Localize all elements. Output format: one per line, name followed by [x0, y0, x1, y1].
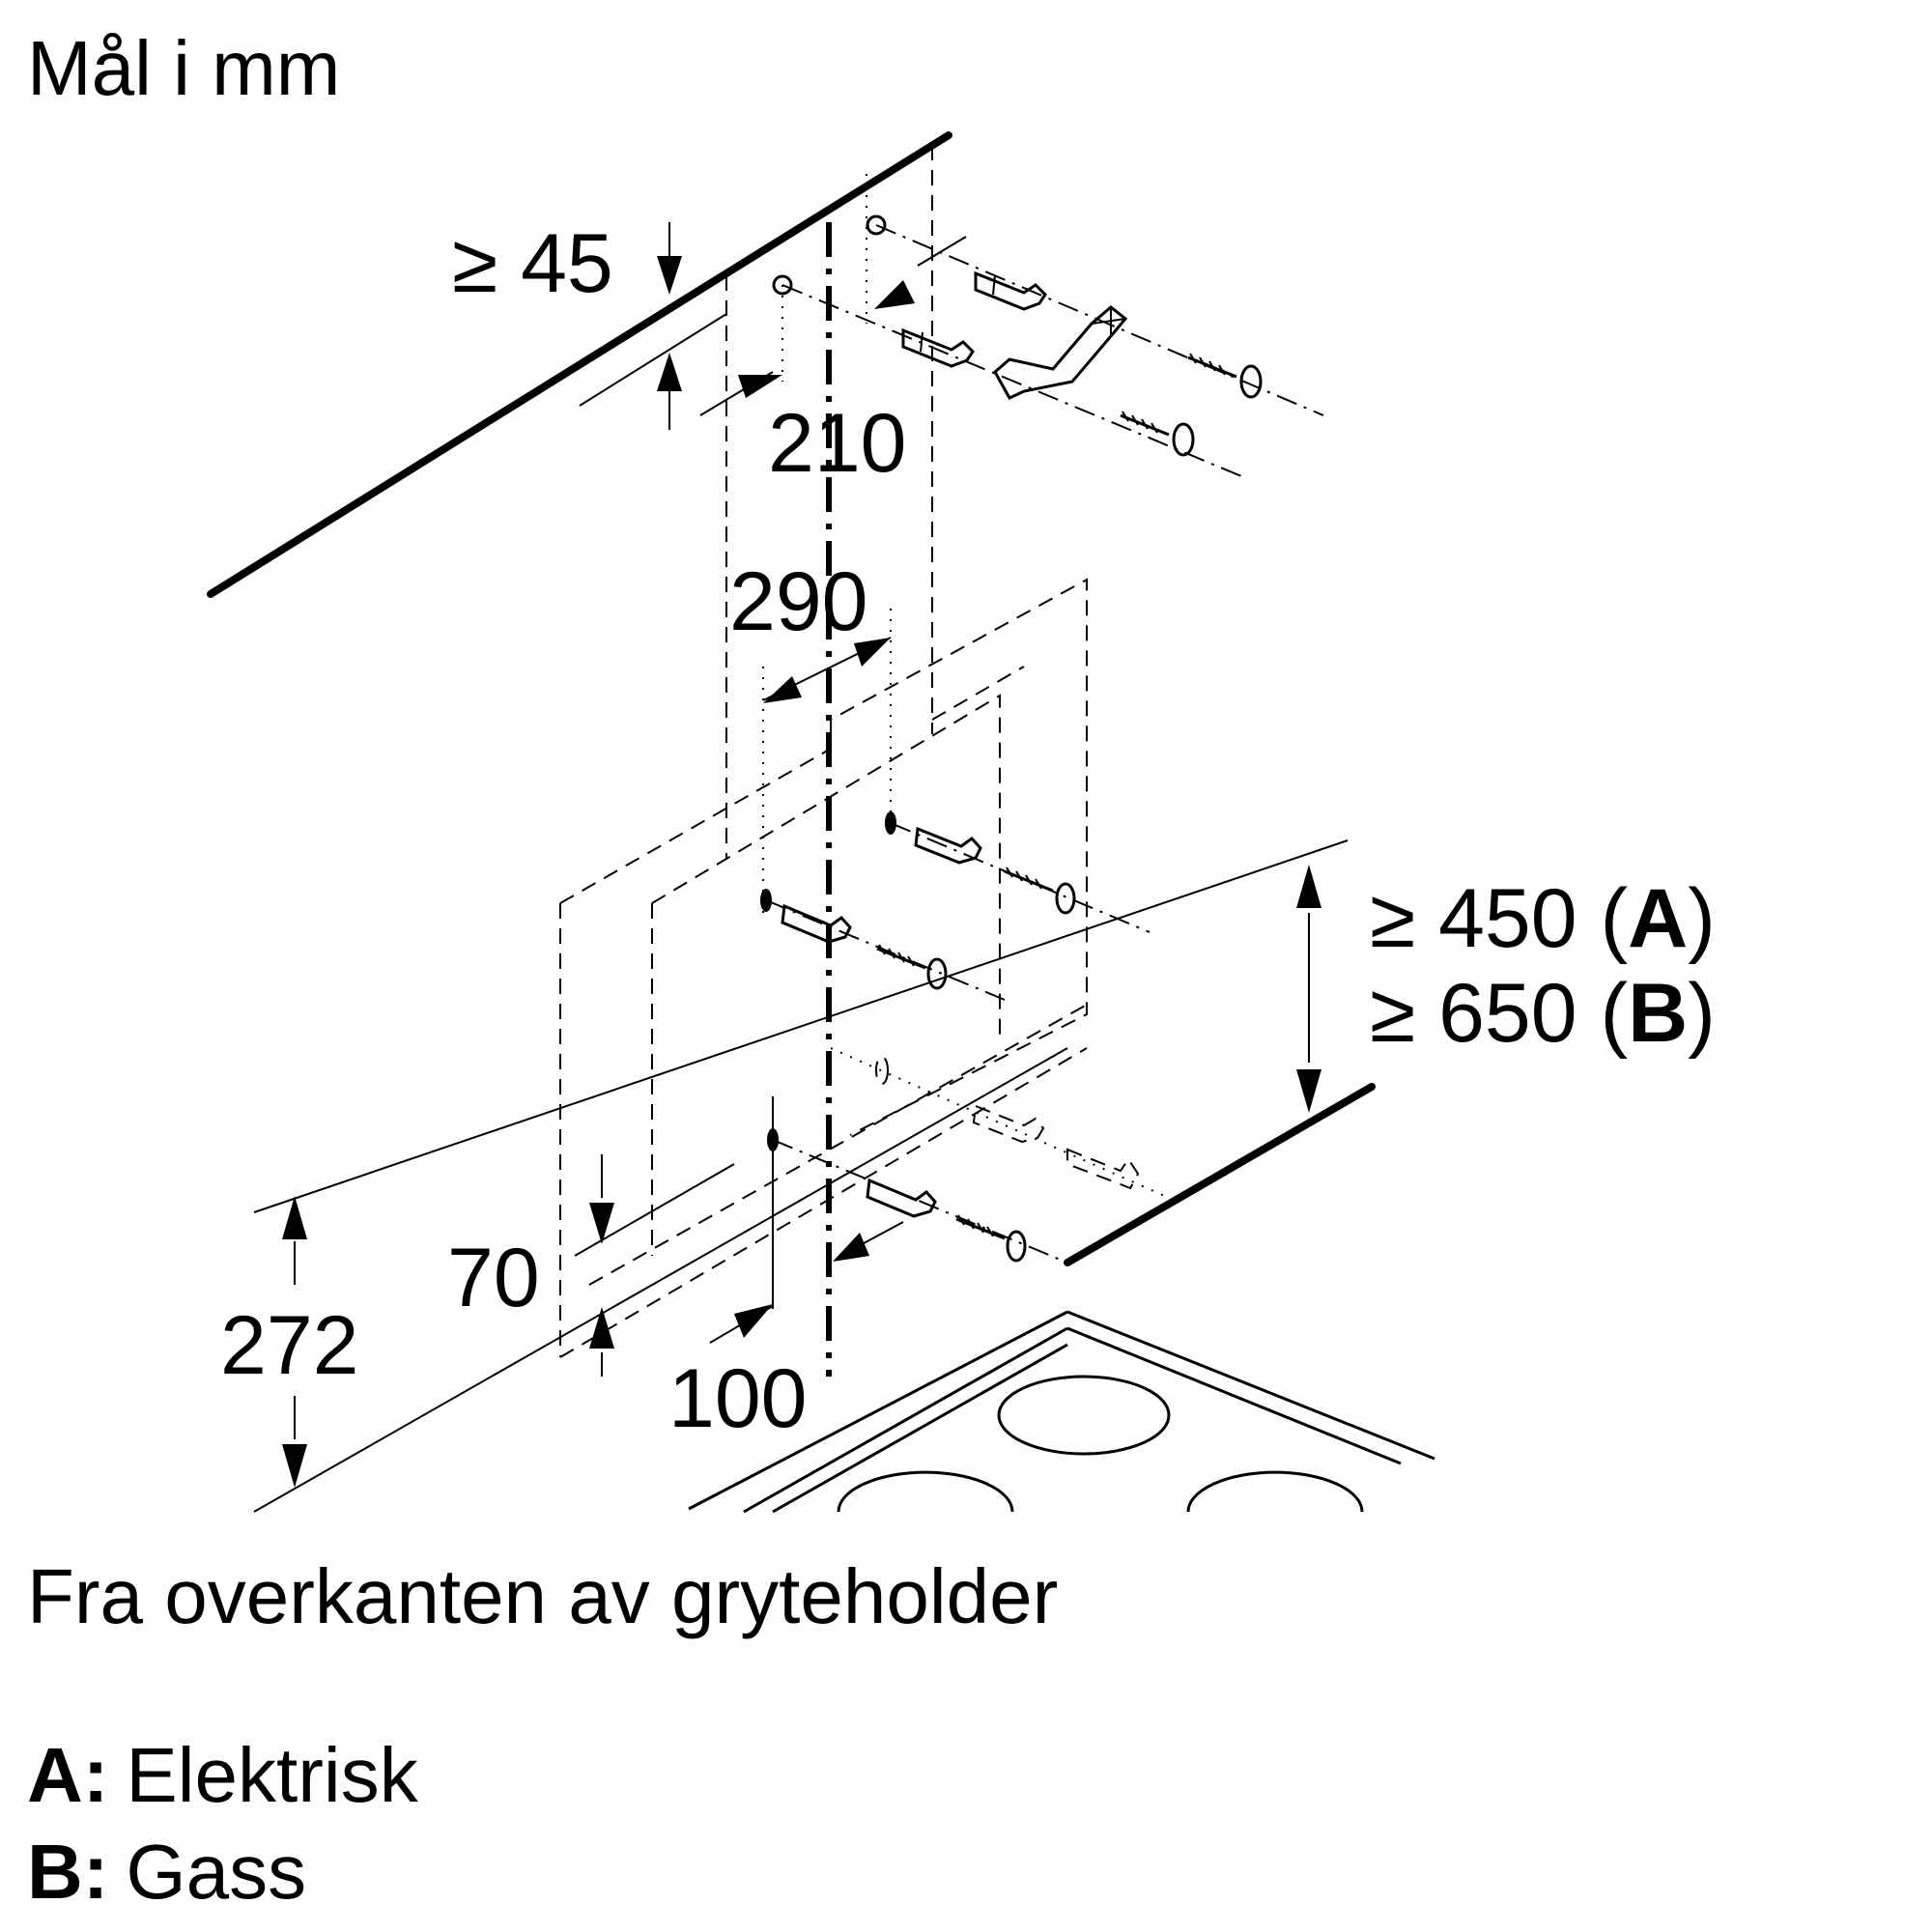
mid-hole-left [760, 889, 1006, 1001]
top-hole-right [866, 214, 887, 236]
legend-key-a: A: [27, 1732, 108, 1818]
dim-450-value: ≥ 450 ( [1370, 872, 1628, 965]
reference-caption: Fra overkanten av gryteholder [27, 1553, 1058, 1639]
legend-label-b: Gass [126, 1829, 306, 1915]
dim-450-label: ≥ 450 (A) [1370, 872, 1716, 965]
dim-45-extension [579, 313, 727, 407]
dim-650-label: ≥ 650 (B) [1370, 967, 1716, 1060]
hood-outline [559, 578, 1088, 1358]
mid-screw-left [876, 944, 948, 990]
lower-hole [767, 1096, 1064, 1309]
dim-45-label: ≥ 45 [452, 217, 613, 310]
top-dowel-right [974, 270, 1047, 311]
dim-45-arrow-down [657, 256, 682, 295]
mid-screw-right [1004, 867, 1076, 915]
legend-key-b: B: [27, 1829, 108, 1915]
dim-70-arrow-up [589, 1307, 614, 1349]
mid-dowel-left [781, 903, 852, 944]
dim-290-arrow-left [763, 676, 802, 703]
mid-dowel-right [914, 826, 982, 865]
legend-item-a: A:Elektrisk [27, 1732, 419, 1818]
dim-210-arrow-left [738, 375, 782, 398]
top-screw-left [1120, 411, 1195, 457]
burner-back [997, 1375, 1171, 1456]
dim-650-value: ≥ 650 ( [1370, 967, 1628, 1060]
dim-450-arrow-down [1296, 1069, 1321, 1113]
top-axis-right [875, 224, 1324, 416]
dim-450-arrow-up [1296, 865, 1321, 908]
dim-450-close: ) [1688, 872, 1716, 965]
dim-290-label: 290 [729, 555, 868, 648]
dim-272-arrow-up [282, 1196, 307, 1239]
burner-front-left [837, 1470, 1014, 1513]
reference-line-upper [253, 839, 1349, 1213]
top-hole-left [772, 274, 793, 296]
dim-45-arrow-up [657, 353, 682, 391]
top-axis-left [781, 284, 1247, 479]
dim-210-label: 210 [768, 397, 907, 490]
dim-272-label: 272 [220, 1299, 359, 1392]
reference-line-lower [253, 1047, 1068, 1513]
burner-front-right [1186, 1470, 1364, 1513]
lower-dowel [866, 1178, 937, 1218]
dim-650-letter: B [1628, 967, 1688, 1060]
dim-70-arrow-down [589, 1203, 614, 1244]
legend-label-a: Elektrisk [126, 1732, 418, 1818]
dim-450-letter: A [1628, 872, 1688, 965]
top-screw-right [1187, 353, 1263, 399]
cooktop-surface-line [1064, 1083, 1376, 1266]
lower-screw [955, 1214, 1027, 1263]
dim-290-arrow-right [854, 638, 891, 667]
ceiling-edge [207, 131, 952, 598]
dim-100-arrow-left [734, 1304, 773, 1338]
mid-hole-right [885, 811, 1151, 933]
dim-650-close: ) [1688, 967, 1716, 1060]
hidden-fixing [830, 1047, 1170, 1199]
dim-272-arrow-down [282, 1444, 307, 1488]
dim-210-arrow-right [874, 280, 915, 309]
units-title: Mål i mm [27, 25, 340, 111]
cooktop [688, 1310, 1435, 1514]
dim-100-arrow-right [833, 1233, 869, 1262]
legend-item-b: B:Gass [27, 1829, 306, 1915]
dim-70-label: 70 [447, 1232, 540, 1324]
top-dowel-left [901, 327, 975, 368]
dim-100-label: 100 [668, 1352, 808, 1445]
